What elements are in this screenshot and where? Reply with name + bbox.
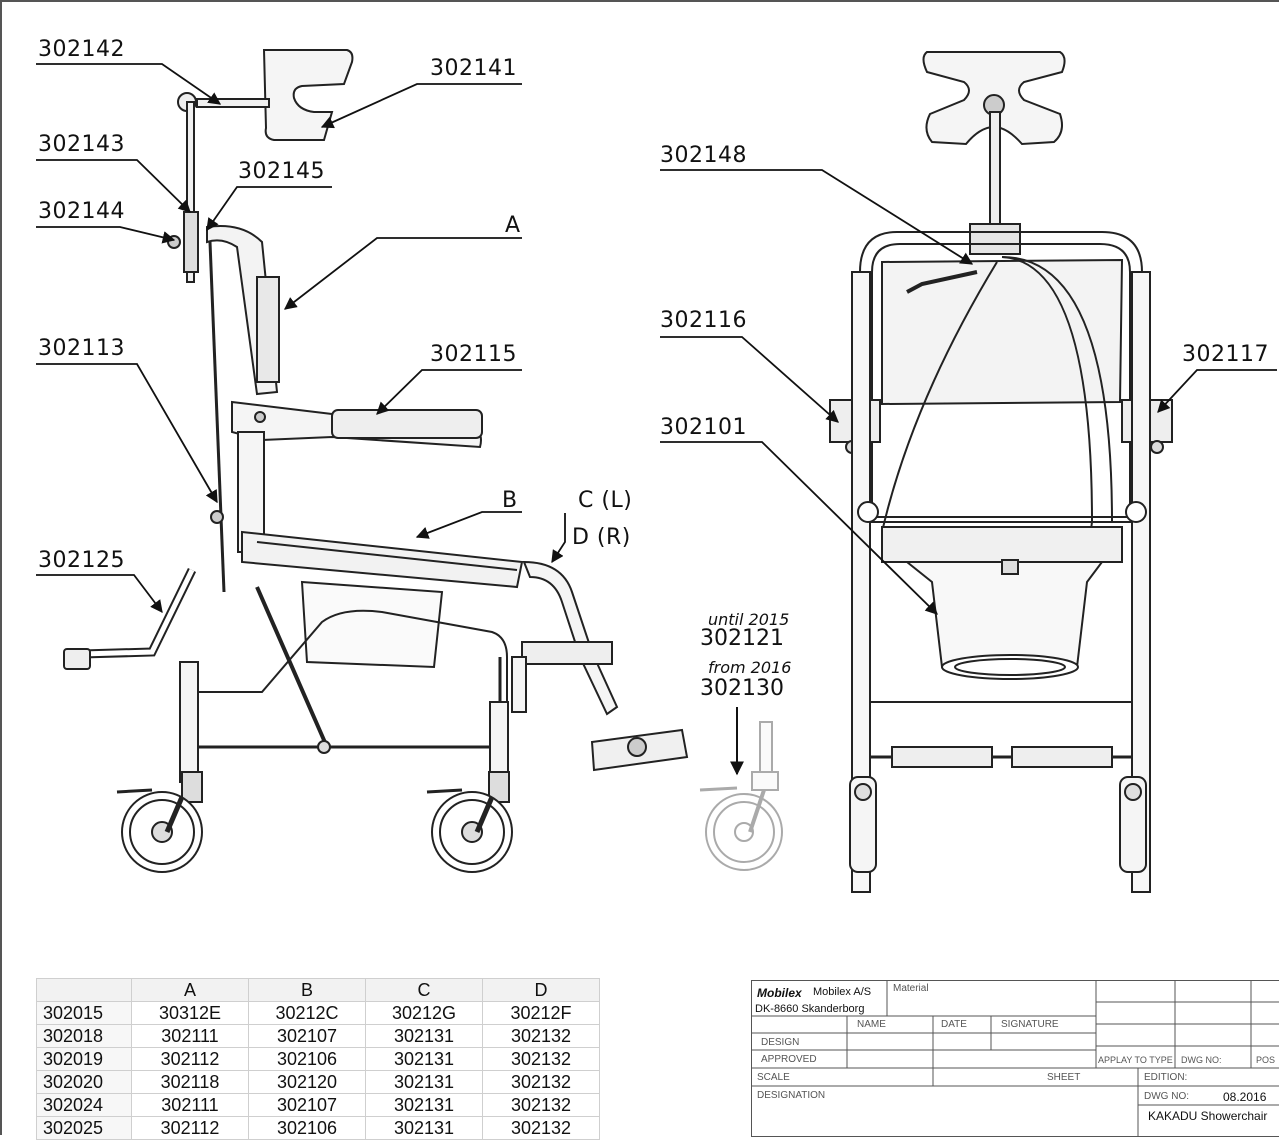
date-label: DATE (941, 1019, 967, 1030)
table-cell: 302132 (483, 1117, 600, 1140)
design-label: DESIGN (761, 1037, 799, 1048)
table-header-cell: D (483, 979, 600, 1002)
table-row: 302019 302112 302106 302131 302132 (37, 1048, 600, 1071)
table-cell: 30312E (132, 1002, 249, 1025)
drawing-date: 08.2016 (1223, 1090, 1266, 1104)
table-cell: 30212C (249, 1002, 366, 1025)
sheet-label: SHEET (1047, 1072, 1080, 1083)
parts-table-header-row: A B C D (37, 979, 600, 1002)
callout-302144: 302144 (38, 200, 125, 224)
table-cell: 302131 (366, 1117, 483, 1140)
table-cell: 302107 (249, 1094, 366, 1117)
callout-b: B (502, 489, 518, 513)
table-cell: 302132 (483, 1048, 600, 1071)
table-row: 302015 30312E 30212C 30212G 30212F (37, 1002, 600, 1025)
table-header-cell: C (366, 979, 483, 1002)
side-view-caster-rear (117, 772, 202, 872)
apply-to-type-label: APPLAY TO TYPE (1098, 1055, 1173, 1065)
table-cell: 302106 (249, 1048, 366, 1071)
edition-label: EDITION: (1144, 1072, 1187, 1083)
front-view-chair (830, 52, 1172, 892)
designation-label: DESIGNATION (757, 1090, 825, 1101)
callout-302113: 302113 (38, 337, 125, 361)
table-cell: 302131 (366, 1071, 483, 1094)
table-cell: 302112 (132, 1117, 249, 1140)
scale-label: SCALE (757, 1072, 790, 1083)
parts-table: A B C D 302015 30312E 30212C 30212G 3021… (36, 978, 600, 1140)
table-cell: 302106 (249, 1117, 366, 1140)
callout-302116: 302116 (660, 309, 747, 333)
table-header-cell: A (132, 979, 249, 1002)
table-cell: 302112 (132, 1048, 249, 1071)
callout-302141: 302141 (430, 57, 517, 81)
table-cell: 302020 (37, 1071, 132, 1094)
table-cell: 302107 (249, 1025, 366, 1048)
callout-302117: 302117 (1182, 343, 1269, 367)
table-cell: 302132 (483, 1094, 600, 1117)
side-view-chair (64, 50, 687, 872)
table-header-cell: B (249, 979, 366, 1002)
pos-label: POS (1256, 1055, 1275, 1065)
table-row: 302020 302118 302120 302131 302132 (37, 1071, 600, 1094)
table-cell: 302024 (37, 1094, 132, 1117)
table-cell: 302131 (366, 1094, 483, 1117)
table-row: 302018 302111 302107 302131 302132 (37, 1025, 600, 1048)
dwg-no-label-2: DWG NO: (1144, 1091, 1189, 1102)
callout-302115: 302115 (430, 343, 517, 367)
table-cell: 302132 (483, 1025, 600, 1048)
table-cell: 30212G (366, 1002, 483, 1025)
table-cell: 30212F (483, 1002, 600, 1025)
table-cell: 302111 (132, 1094, 249, 1117)
caster-from-part: 302130 (700, 676, 784, 701)
product-name: KAKADU Showerchair (1148, 1109, 1267, 1123)
table-row: 302024 302111 302107 302131 302132 (37, 1094, 600, 1117)
table-cell: 302015 (37, 1002, 132, 1025)
name-label: NAME (857, 1019, 886, 1030)
callout-d-right: D (R) (572, 526, 631, 550)
caster-from-label: from 2016 (708, 658, 791, 677)
company-address: DK-8660 Skanderborg (755, 1003, 864, 1015)
approved-label: APPROVED (761, 1054, 817, 1065)
title-block: Mobilex Mobilex A/S DK-8660 Skanderborg … (751, 980, 1279, 1137)
table-cell: 302018 (37, 1025, 132, 1048)
table-cell: 302132 (483, 1071, 600, 1094)
table-cell: 302131 (366, 1048, 483, 1071)
table-cell: 302019 (37, 1048, 132, 1071)
caster-until-part: 302121 (700, 626, 784, 651)
callout-302101: 302101 (660, 416, 747, 440)
signature-label: SIGNATURE (1001, 1019, 1059, 1030)
callout-c-left: C (L) (578, 489, 632, 513)
table-cell: 302025 (37, 1117, 132, 1140)
table-cell: 302131 (366, 1025, 483, 1048)
table-cell: 302111 (132, 1025, 249, 1048)
material-label: Material (893, 983, 929, 994)
callout-302125: 302125 (38, 549, 125, 573)
callout-a: A (505, 214, 521, 238)
table-row: 302025 302112 302106 302131 302132 (37, 1117, 600, 1140)
table-header-cell (37, 979, 132, 1002)
company-name: Mobilex A/S (813, 986, 871, 998)
caster-detail (700, 722, 782, 870)
mobilex-logo: Mobilex (757, 986, 802, 1000)
callout-302142: 302142 (38, 38, 125, 62)
side-view-caster-front (427, 772, 512, 872)
callout-302145: 302145 (238, 160, 325, 184)
dwg-no-label: DWG NO: (1181, 1055, 1222, 1065)
callout-302148: 302148 (660, 144, 747, 168)
table-cell: 302118 (132, 1071, 249, 1094)
table-cell: 302120 (249, 1071, 366, 1094)
callout-302143: 302143 (38, 133, 125, 157)
